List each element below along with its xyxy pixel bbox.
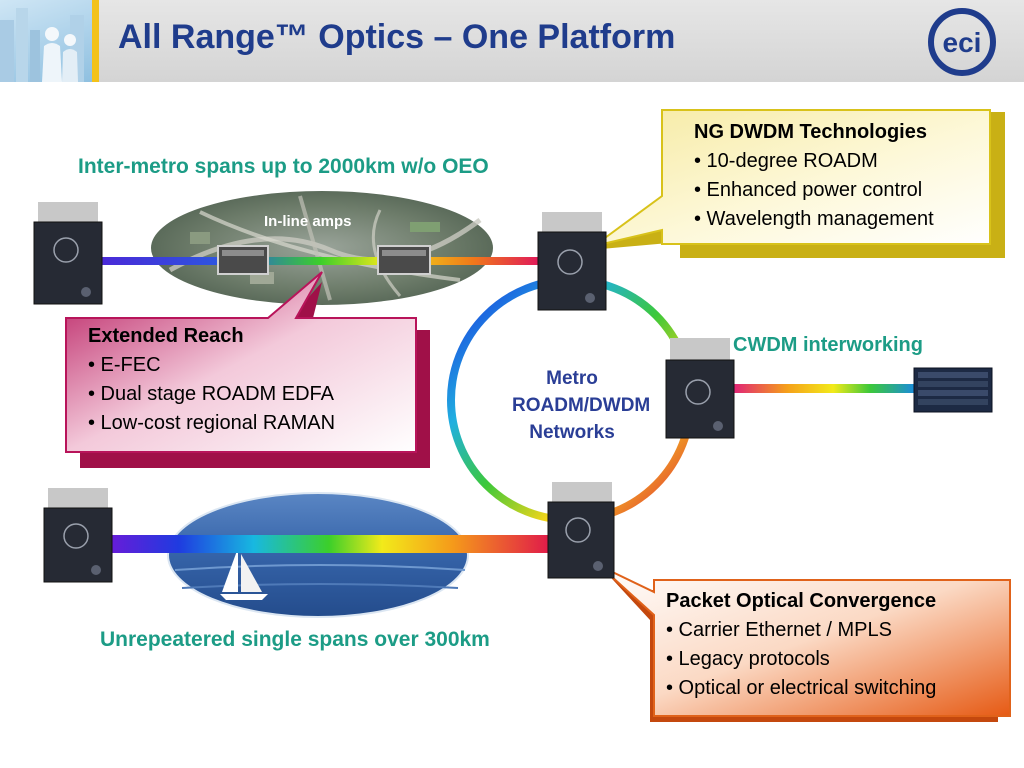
ng-dwdm-item: • Wavelength management — [694, 208, 934, 230]
packet-optical-item: • Optical or electrical switching — [666, 677, 937, 699]
ng-dwdm-item: • 10-degree ROADM — [694, 150, 878, 172]
extended-reach-item: • Dual stage ROADM EDFA — [88, 383, 334, 405]
inline-amp-left — [217, 245, 269, 275]
packet-optical-callout — [599, 565, 1011, 722]
header-accent-stripe — [92, 0, 99, 82]
inline-amps-label: In-line amps — [264, 213, 352, 230]
eci-logo: eci — [924, 8, 1004, 81]
extended-reach-title: Extended Reach — [88, 325, 244, 347]
extended-reach-item: • Low-cost regional RAMAN — [88, 412, 336, 434]
inter-metro-label: Inter-metro spans up to 2000km w/o OEO — [78, 155, 489, 178]
packet-optical-text: Packet Optical Convergence • Carrier Eth… — [666, 587, 936, 703]
cwdm-equipment-rack — [913, 367, 993, 413]
ng-dwdm-item: • Enhanced power control — [694, 179, 923, 201]
metro-label-line-2: ROADM/DWDM — [512, 395, 651, 416]
unrepeatered-label: Unrepeatered single spans over 300km — [100, 628, 490, 651]
network-element-bottom-right — [547, 482, 615, 579]
network-element-top-left — [33, 202, 103, 305]
cwdm-label: CWDM interworking — [733, 334, 923, 356]
network-element-bottom-left — [43, 488, 113, 583]
header-bar — [0, 0, 1024, 82]
extended-reach-item: • E-FEC — [88, 354, 161, 376]
packet-optical-title: Packet Optical Convergence — [666, 590, 937, 612]
metro-networks-label: Metro ROADM/DWDM Networks — [512, 365, 651, 446]
cwdm-link-line — [732, 384, 916, 393]
page-title: All Range™ Optics – One Platform — [118, 18, 676, 56]
inter-metro-span-line — [102, 257, 539, 265]
network-element-metro-right — [665, 338, 735, 439]
metro-label-line-1: Metro — [546, 368, 598, 389]
unrepeatered-span-line — [108, 535, 550, 553]
ng-dwdm-callout — [590, 109, 1005, 258]
metro-label-line-3: Networks — [529, 422, 615, 443]
ng-dwdm-title: NG DWDM Technologies — [694, 121, 927, 143]
extended-reach-text: Extended Reach • E-FEC • Dual stage ROAD… — [88, 322, 335, 438]
network-element-top-right — [537, 212, 607, 311]
svg-text:eci: eci — [943, 27, 982, 58]
extended-reach-callout — [65, 271, 430, 468]
city-aerial-image — [149, 189, 495, 307]
sailboat-icon — [220, 548, 268, 600]
ng-dwdm-text: NG DWDM Technologies • 10-degree ROADM •… — [694, 118, 934, 234]
inline-amp-right — [377, 245, 431, 275]
sea-image — [167, 492, 469, 618]
packet-optical-item: • Carrier Ethernet / MPLS — [666, 619, 892, 641]
packet-optical-item: • Legacy protocols — [666, 648, 830, 670]
header-city-image — [0, 0, 92, 82]
